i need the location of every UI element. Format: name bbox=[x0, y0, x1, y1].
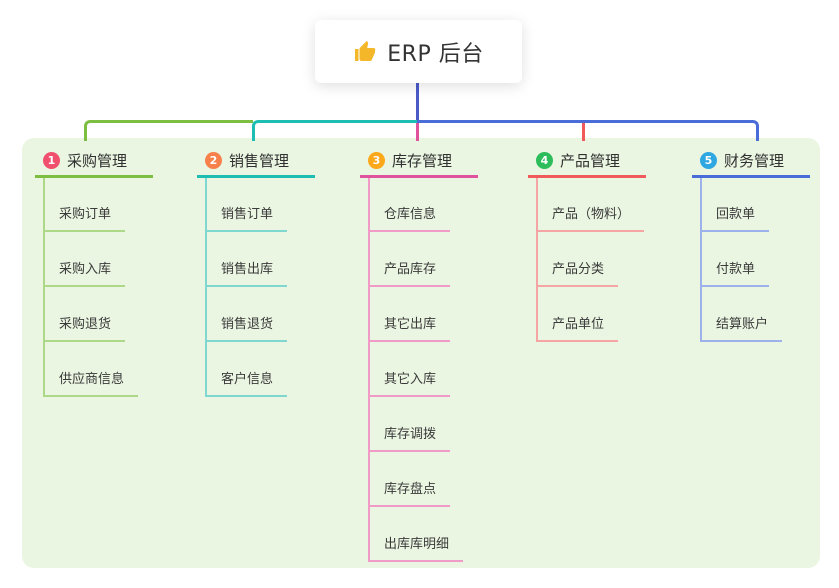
branch-3-item-4[interactable]: 其它入库 bbox=[370, 342, 451, 397]
branch-5-subtree: 回款单付款单结算账户 bbox=[700, 178, 783, 342]
branch-1-title-node[interactable]: 1 采购管理 bbox=[35, 145, 154, 178]
sub-item-label: 采购退货 bbox=[59, 317, 112, 332]
branch-3-item-1[interactable]: 仓库信息 bbox=[370, 178, 451, 232]
branch-2-title-node[interactable]: 2 销售管理 bbox=[197, 145, 316, 178]
branch-3-title-label: 库存管理 bbox=[392, 151, 453, 170]
sub-item-label: 销售退货 bbox=[221, 317, 274, 332]
branch-5-item-3[interactable]: 结算账户 bbox=[702, 287, 783, 342]
branch-4-connector bbox=[582, 121, 585, 141]
sub-item-label: 客户信息 bbox=[221, 372, 274, 387]
branch-1-subtree: 采购订单采购入库采购退货供应商信息 bbox=[43, 178, 139, 397]
branch-1: 1 采购管理采购订单采购入库采购退货供应商信息 bbox=[35, 145, 154, 397]
sub-item-label: 其它入库 bbox=[384, 372, 437, 387]
sub-item-label: 其它出库 bbox=[384, 317, 437, 332]
branch-2-subtree: 销售订单销售出库销售退货客户信息 bbox=[205, 178, 288, 397]
branch-3-number-badge: 3 bbox=[368, 151, 385, 169]
branch-2-title-label: 销售管理 bbox=[229, 151, 290, 170]
sub-item-label: 产品分类 bbox=[552, 262, 605, 277]
sub-item-label: 采购入库 bbox=[59, 262, 112, 277]
branch-2-number-badge: 2 bbox=[205, 151, 222, 169]
branch-3-item-7[interactable]: 出库库明细 bbox=[370, 507, 464, 562]
branch-3-item-2[interactable]: 产品库存 bbox=[370, 232, 451, 287]
branch-1-title-label: 采购管理 bbox=[67, 151, 128, 170]
branch-3: 3 库存管理仓库信息产品库存其它出库其它入库库存调拨库存盘点出库库明细 bbox=[360, 145, 479, 562]
branch-4-title-node[interactable]: 4 产品管理 bbox=[528, 145, 647, 178]
branch-5-title-label: 财务管理 bbox=[724, 151, 785, 170]
root-node[interactable]: ERP 后台 bbox=[315, 20, 522, 83]
branch-3-subtree: 仓库信息产品库存其它出库其它入库库存调拨库存盘点出库库明细 bbox=[368, 178, 464, 562]
sub-item-label: 产品单位 bbox=[552, 317, 605, 332]
branch-4-item-2[interactable]: 产品分类 bbox=[538, 232, 619, 287]
branch-5-item-1[interactable]: 回款单 bbox=[702, 178, 770, 232]
branch-5-number-badge: 5 bbox=[700, 151, 717, 169]
sub-item-label: 销售订单 bbox=[221, 207, 274, 222]
branch-1-connector bbox=[84, 120, 253, 141]
thumbs-up-icon bbox=[353, 40, 377, 64]
sub-item-label: 回款单 bbox=[716, 207, 756, 222]
sub-item-label: 库存调拨 bbox=[384, 427, 437, 442]
branch-1-number-badge: 1 bbox=[43, 151, 60, 169]
branch-4-item-3[interactable]: 产品单位 bbox=[538, 287, 619, 342]
branch-4-title-label: 产品管理 bbox=[560, 151, 621, 170]
branch-3-connector bbox=[416, 121, 419, 141]
branch-2-item-1[interactable]: 销售订单 bbox=[207, 178, 288, 232]
branch-5: 5 财务管理回款单付款单结算账户 bbox=[692, 145, 811, 342]
branch-3-item-6[interactable]: 库存盘点 bbox=[370, 452, 451, 507]
branch-2-item-2[interactable]: 销售出库 bbox=[207, 232, 288, 287]
sub-item-label: 仓库信息 bbox=[384, 207, 437, 222]
branch-2-item-3[interactable]: 销售退货 bbox=[207, 287, 288, 342]
branch-4: 4 产品管理产品（物料） 产品分类产品单位 bbox=[528, 145, 647, 342]
sub-item-label: 供应商信息 bbox=[59, 372, 125, 387]
branch-3-item-5[interactable]: 库存调拨 bbox=[370, 397, 451, 452]
sub-item-label: 付款单 bbox=[716, 262, 756, 277]
sub-item-label: 产品库存 bbox=[384, 262, 437, 277]
sub-item-label: 结算账户 bbox=[716, 317, 769, 332]
branch-5-title-node[interactable]: 5 财务管理 bbox=[692, 145, 811, 178]
branch-boundary-panel bbox=[22, 138, 820, 568]
branch-5-item-2[interactable]: 付款单 bbox=[702, 232, 770, 287]
branch-4-number-badge: 4 bbox=[536, 151, 553, 169]
branch-1-item-4[interactable]: 供应商信息 bbox=[45, 342, 139, 397]
branch-4-subtree: 产品（物料） 产品分类产品单位 bbox=[536, 178, 645, 342]
branch-2-item-4[interactable]: 客户信息 bbox=[207, 342, 288, 397]
branch-5-connector bbox=[417, 120, 759, 141]
root-node-label: ERP 后台 bbox=[387, 41, 484, 67]
root-connector-line bbox=[416, 82, 419, 121]
branch-1-item-1[interactable]: 采购订单 bbox=[45, 178, 126, 232]
sub-item-label: 产品（物料） bbox=[552, 207, 631, 222]
branch-2: 2 销售管理销售订单销售出库销售退货客户信息 bbox=[197, 145, 316, 397]
branch-1-item-2[interactable]: 采购入库 bbox=[45, 232, 126, 287]
branch-4-item-1[interactable]: 产品（物料） bbox=[538, 178, 645, 232]
sub-item-label: 库存盘点 bbox=[384, 482, 437, 497]
sub-item-label: 采购订单 bbox=[59, 207, 112, 222]
branch-2-connector bbox=[252, 120, 418, 141]
branch-3-title-node[interactable]: 3 库存管理 bbox=[360, 145, 479, 178]
branch-3-item-3[interactable]: 其它出库 bbox=[370, 287, 451, 342]
branch-1-item-3[interactable]: 采购退货 bbox=[45, 287, 126, 342]
sub-item-label: 出库库明细 bbox=[384, 537, 450, 552]
sub-item-label: 销售出库 bbox=[221, 262, 274, 277]
